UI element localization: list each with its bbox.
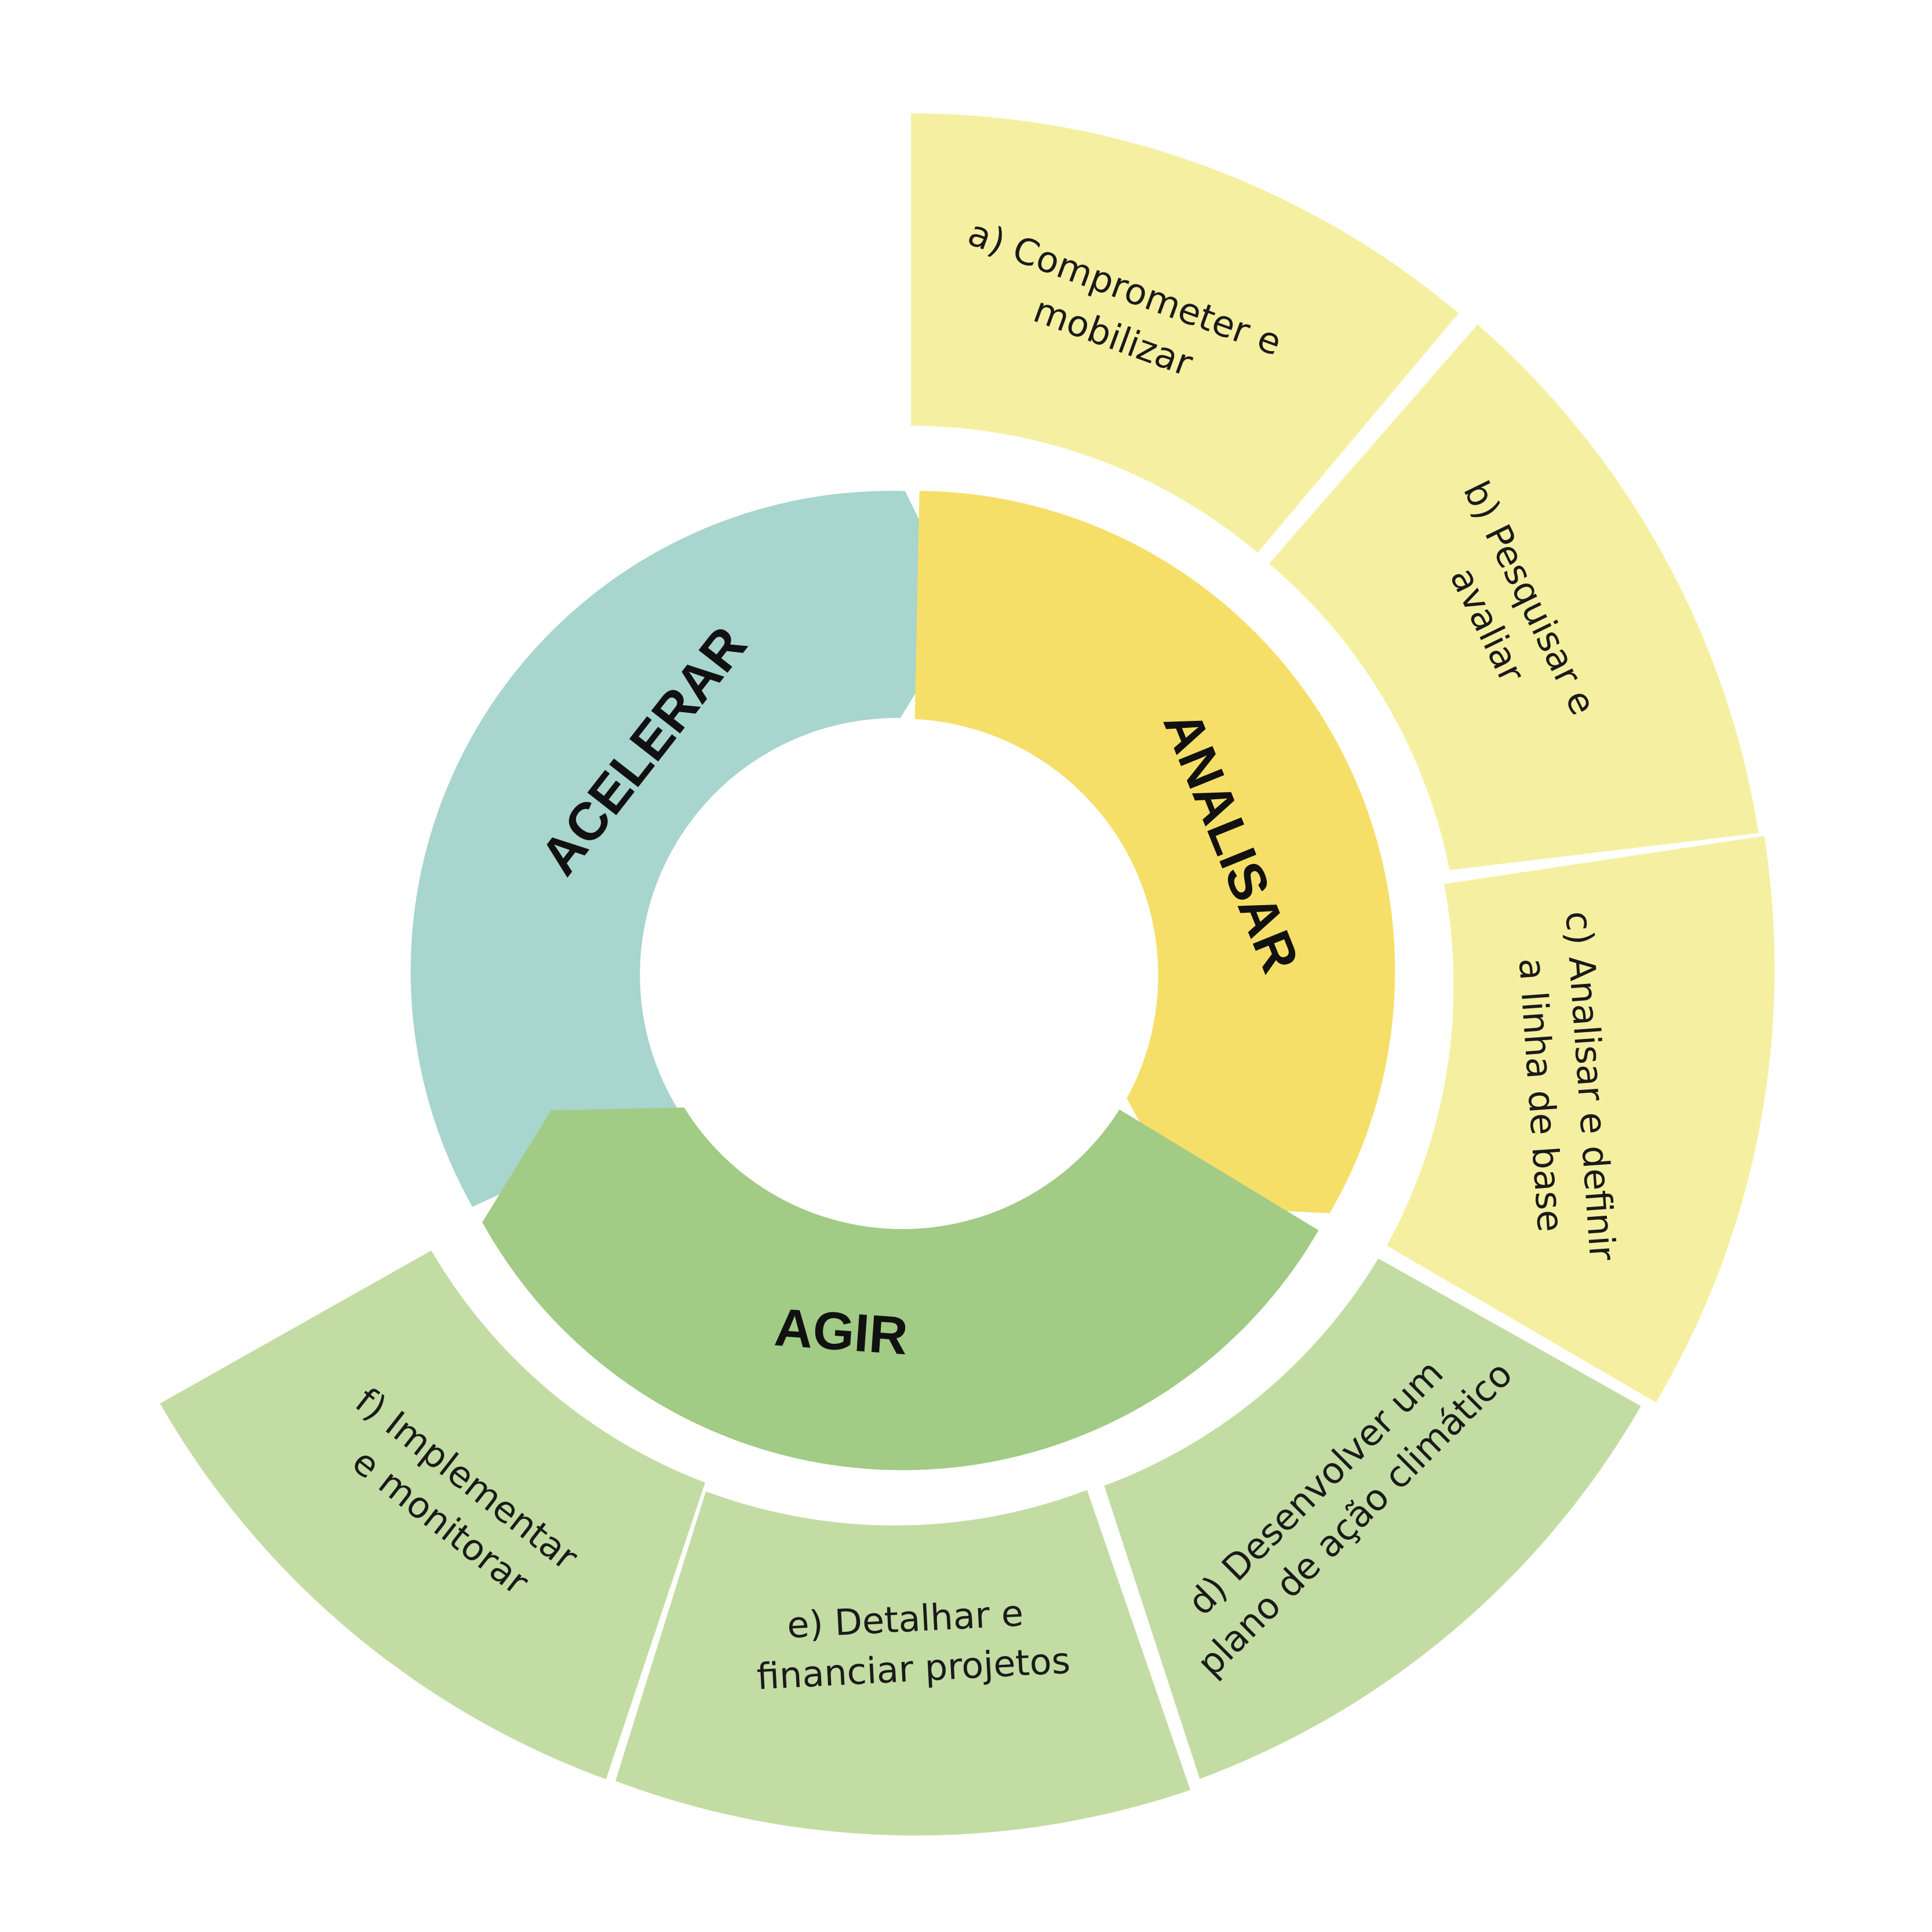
phase-agir-segment bbox=[482, 1107, 1319, 1471]
step-b-segment bbox=[1269, 325, 1759, 870]
phase-ring bbox=[410, 491, 1395, 1471]
phase-analisar-segment bbox=[914, 491, 1395, 1213]
step-d-segment bbox=[1104, 1258, 1641, 1779]
step-c-segment bbox=[1387, 836, 1775, 1403]
phase-acelerar-segment bbox=[410, 491, 965, 1207]
phase-label-agir: AGIR bbox=[772, 1297, 910, 1366]
step-a-segment bbox=[911, 113, 1459, 553]
step-ring bbox=[160, 113, 1775, 1836]
step-e-segment bbox=[615, 1490, 1191, 1836]
step-f-segment bbox=[160, 1251, 705, 1780]
